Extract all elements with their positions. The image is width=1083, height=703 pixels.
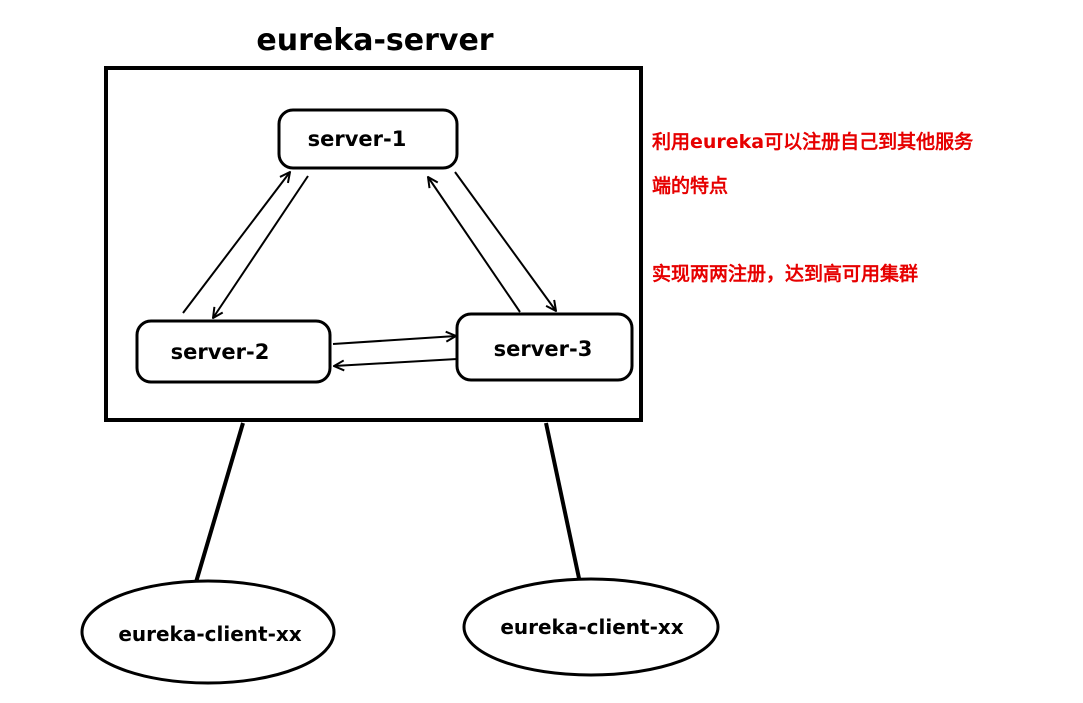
server-3-node: server-3 [455, 312, 634, 382]
connector-left-client [192, 422, 245, 590]
arrow-server1-to-server3 [454, 171, 556, 311]
note-line-2: 端的特点 [652, 175, 729, 197]
arrow-server3-to-server1 [428, 177, 521, 313]
arrow-server2-to-server1 [182, 172, 290, 314]
eureka-client-right-node: eureka-client-xx [462, 577, 720, 677]
connector-right-client [544, 422, 582, 584]
note-line-3: 实现两两注册，达到高可用集群 [652, 263, 919, 285]
arrow-server3-to-server2 [334, 358, 458, 366]
arrow-server2-to-server3 [332, 336, 456, 345]
arrow-server1-to-server2 [213, 175, 309, 318]
eureka-server-container [104, 66, 643, 422]
server-1-label: server-1 [308, 127, 407, 151]
server-1-node: server-1 [277, 108, 459, 170]
server-3-label: server-3 [494, 337, 593, 361]
server-2-node: server-2 [135, 319, 332, 384]
eureka-client-left-node: eureka-client-xx [80, 579, 336, 685]
eureka-client-left-label: eureka-client-xx [118, 622, 301, 646]
note-line-1: 利用eureka可以注册自己到其他服务 [652, 131, 974, 153]
diagram-title: eureka-server [256, 23, 493, 58]
eureka-client-right-label: eureka-client-xx [500, 615, 683, 639]
server-2-label: server-2 [171, 340, 270, 364]
